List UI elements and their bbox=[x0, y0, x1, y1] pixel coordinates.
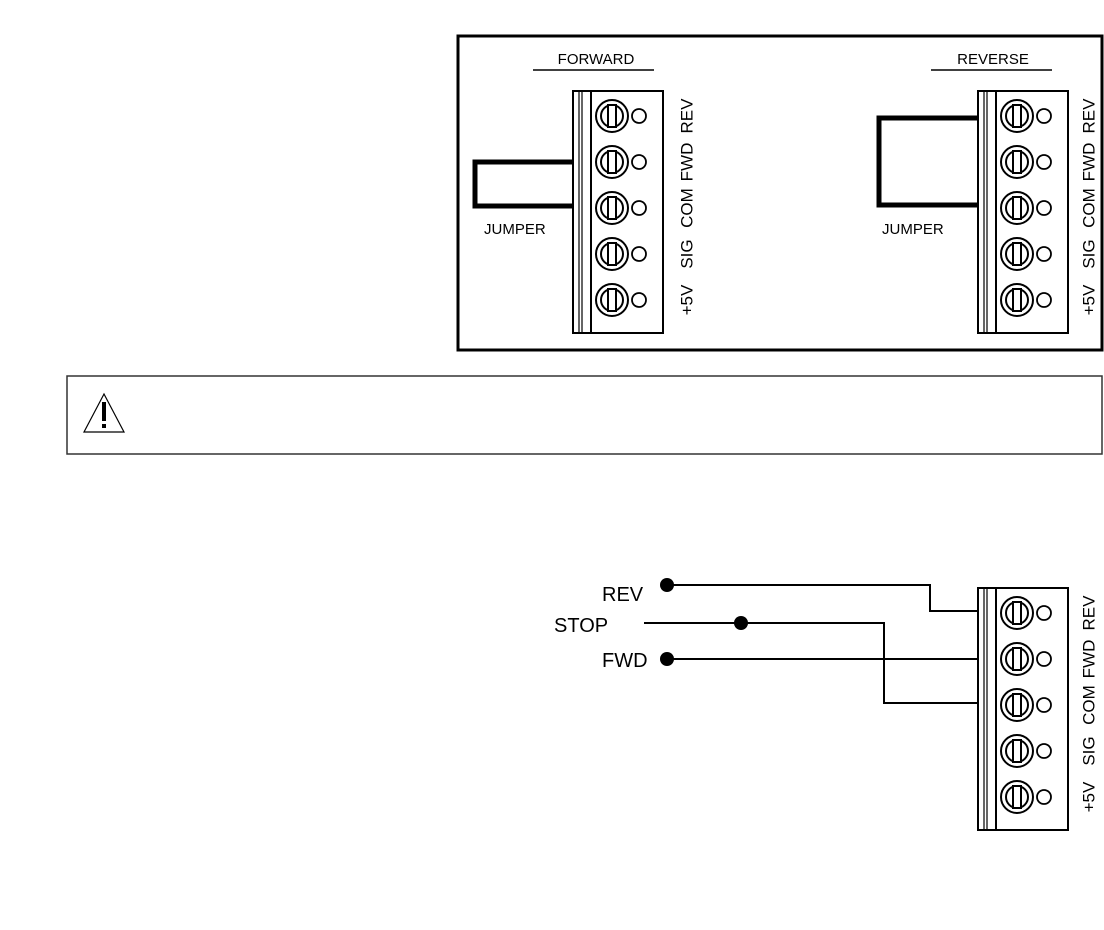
terminal-indicator-icon bbox=[1036, 154, 1052, 170]
forward-title: FORWARD bbox=[558, 51, 635, 68]
reverse-title: REVERSE bbox=[957, 51, 1029, 68]
terminal-indicator-icon bbox=[1036, 651, 1052, 667]
com-wire bbox=[741, 622, 979, 704]
terminal-screw-icon bbox=[1000, 99, 1034, 133]
reverse-jumper-label: JUMPER bbox=[882, 221, 944, 238]
reverse-terminal-block bbox=[977, 90, 1069, 334]
terminal-label-sig: SIG bbox=[677, 239, 696, 268]
terminal-indicator-icon bbox=[1036, 697, 1052, 713]
warning-triangle-icon bbox=[83, 392, 125, 433]
forward-section: FORWARD JUMPER +5V SIG COM FWD REV bbox=[472, 51, 696, 334]
terminal-indicator-icon bbox=[1036, 789, 1052, 805]
terminal-label-fwd: FWD bbox=[1079, 640, 1098, 679]
terminal-indicator-icon bbox=[1036, 200, 1052, 216]
jumper-panel: FORWARD JUMPER +5V SIG COM FWD REV REVERSE J… bbox=[456, 34, 1104, 352]
switch-wiring-diagram: REV STOP FWD +5V SIG COM FWD REV bbox=[554, 578, 1098, 831]
terminal-screw-icon bbox=[1000, 237, 1034, 271]
reverse-section: REVERSE JUMPER +5V SIG COM FWD REV bbox=[876, 51, 1098, 334]
warning-callout-border bbox=[66, 375, 1103, 455]
terminal-screw-icon bbox=[1000, 688, 1034, 722]
warning-callout bbox=[66, 375, 1103, 455]
terminal-label-5v: +5V bbox=[677, 284, 696, 315]
terminal-screw-icon bbox=[1000, 642, 1034, 676]
terminal-screw-icon bbox=[595, 237, 629, 271]
terminal-indicator-icon bbox=[631, 200, 647, 216]
terminal-label-com: COM bbox=[1079, 685, 1098, 725]
reverse-jumper-wire bbox=[876, 115, 979, 208]
terminal-label-com: COM bbox=[677, 188, 696, 228]
terminal-screw-icon bbox=[595, 145, 629, 179]
terminal-indicator-icon bbox=[631, 154, 647, 170]
jumper-panel-border bbox=[456, 34, 1104, 352]
terminal-indicator-icon bbox=[631, 292, 647, 308]
terminal-label-5v: +5V bbox=[1079, 781, 1098, 812]
terminal-screw-icon bbox=[1000, 191, 1034, 225]
forward-jumper-wire bbox=[472, 159, 574, 209]
fwd-switch-label: FWD bbox=[602, 650, 648, 672]
terminal-indicator-icon bbox=[631, 246, 647, 262]
stop-switch-label: STOP bbox=[554, 615, 608, 637]
terminal-indicator-icon bbox=[1036, 605, 1052, 621]
terminal-label-rev: REV bbox=[1079, 595, 1098, 631]
terminal-screw-icon bbox=[1000, 734, 1034, 768]
terminal-indicator-icon bbox=[631, 108, 647, 124]
terminal-indicator-icon bbox=[1036, 292, 1052, 308]
rev-wire bbox=[667, 584, 979, 612]
forward-terminal-labels: +5V SIG COM FWD REV bbox=[677, 98, 696, 315]
terminal-screw-icon bbox=[1000, 283, 1034, 317]
terminal-indicator-icon bbox=[1036, 743, 1052, 759]
terminal-screw-icon bbox=[1000, 596, 1034, 630]
forward-jumper-label: JUMPER bbox=[484, 221, 546, 238]
terminal-label-fwd: FWD bbox=[1079, 143, 1098, 182]
terminal-label-fwd: FWD bbox=[677, 143, 696, 182]
switch-terminal-block bbox=[977, 587, 1069, 831]
terminal-label-sig: SIG bbox=[1079, 736, 1098, 765]
terminal-screw-icon bbox=[595, 283, 629, 317]
terminal-screw-icon bbox=[1000, 780, 1034, 814]
terminal-label-sig: SIG bbox=[1079, 239, 1098, 268]
terminal-screw-icon bbox=[595, 99, 629, 133]
terminal-indicator-icon bbox=[1036, 108, 1052, 124]
terminal-screw-icon bbox=[595, 191, 629, 225]
terminal-label-rev: REV bbox=[1079, 98, 1098, 134]
terminal-label-5v: +5V bbox=[1079, 284, 1098, 315]
reverse-terminal-labels: +5V SIG COM FWD REV bbox=[1079, 98, 1098, 315]
rev-switch-label: REV bbox=[602, 584, 644, 606]
switch-terminal-labels: +5V SIG COM FWD REV bbox=[1079, 595, 1098, 812]
terminal-screw-icon bbox=[1000, 145, 1034, 179]
terminal-label-com: COM bbox=[1079, 188, 1098, 228]
terminal-indicator-icon bbox=[1036, 246, 1052, 262]
forward-terminal-block bbox=[572, 90, 664, 334]
terminal-label-rev: REV bbox=[677, 98, 696, 134]
